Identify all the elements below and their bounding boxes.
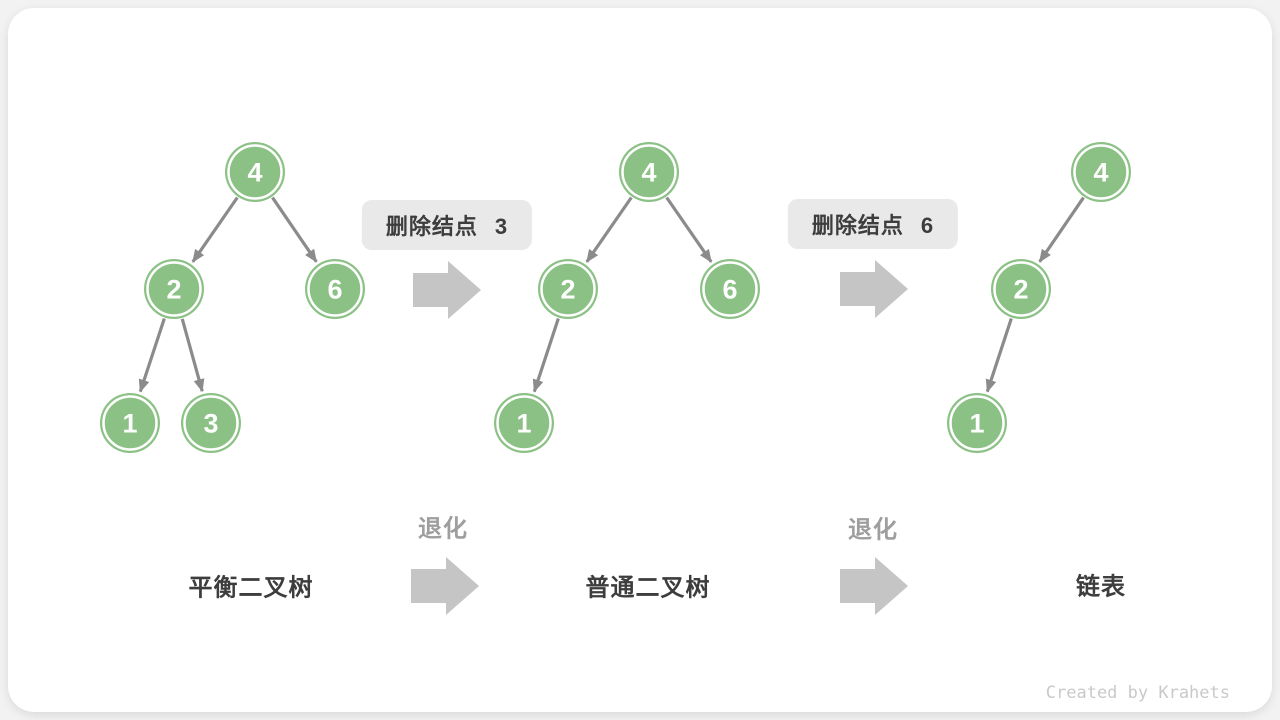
tree-edge <box>532 317 560 393</box>
node-inner-ring <box>949 395 1005 451</box>
balanced-binary-tree: 4 2 6 1 3 <box>100 142 365 453</box>
watermark: Created by Krahets <box>1045 683 1230 703</box>
tree-node-4: 4 <box>225 142 285 202</box>
node-inner-ring <box>307 261 363 317</box>
tree-edge <box>271 196 318 263</box>
node-inner-ring <box>183 395 239 451</box>
block-arrow-icon <box>840 557 908 615</box>
node-circle <box>947 393 1007 453</box>
node-circle <box>494 393 554 453</box>
tree-node-4: 4 <box>619 142 679 202</box>
node-value: 3 <box>203 409 218 439</box>
tree-edge <box>191 196 239 263</box>
tree-node-2: 2 <box>991 259 1051 319</box>
degrade-label-2: 退化 <box>848 516 898 544</box>
node-inner-ring <box>146 261 202 317</box>
degrade-label-1: 退化 <box>418 515 468 543</box>
node-value: 2 <box>166 275 181 305</box>
linked-list-tree: 4 2 1 <box>947 142 1131 453</box>
node-value: 6 <box>327 275 342 305</box>
node-circle <box>305 259 365 319</box>
node-circle <box>700 259 760 319</box>
node-value: 1 <box>516 409 531 439</box>
node-value: 1 <box>122 409 137 439</box>
tree-node-1: 1 <box>947 393 1007 453</box>
node-value: 4 <box>641 158 656 188</box>
delete-node-6-badge: 删除结点 6 <box>787 199 959 249</box>
node-inner-ring <box>702 261 758 317</box>
block-arrow-icon <box>413 261 481 319</box>
node-inner-ring <box>621 144 677 200</box>
tree-edge <box>180 318 205 393</box>
node-value: 2 <box>560 275 575 305</box>
tree-node-4: 4 <box>1071 142 1131 202</box>
balanced-binary-tree-label: 平衡二叉树 <box>188 574 314 602</box>
node-circle <box>144 259 204 319</box>
node-inner-ring <box>102 395 158 451</box>
block-arrow-icon <box>411 557 479 615</box>
node-circle <box>1071 142 1131 202</box>
linked-list-label: 链表 <box>1076 573 1126 601</box>
node-circle <box>181 393 241 453</box>
tree-node-2: 2 <box>538 259 598 319</box>
tree-edge <box>138 317 166 393</box>
ordinary-binary-tree-label: 普通二叉树 <box>585 574 711 602</box>
node-inner-ring <box>540 261 596 317</box>
tree-edge <box>585 196 633 263</box>
tree-node-6: 6 <box>700 259 760 319</box>
node-value: 2 <box>1013 275 1028 305</box>
node-circle <box>619 142 679 202</box>
tree-node-2: 2 <box>144 259 204 319</box>
tree-node-1: 1 <box>100 393 160 453</box>
binary-tree-diagram: 4 2 6 1 3 4 2 6 1 4 2 1 <box>100 142 1131 615</box>
ordinary-binary-tree: 4 2 6 1 <box>494 142 760 453</box>
block-arrow-icon <box>840 260 908 318</box>
tree-node-3: 3 <box>181 393 241 453</box>
delete-node-3-badge: 删除结点 3 <box>361 200 533 250</box>
node-circle <box>991 259 1051 319</box>
node-inner-ring <box>227 144 283 200</box>
node-circle <box>100 393 160 453</box>
tree-edge <box>985 317 1013 393</box>
node-value: 1 <box>969 409 984 439</box>
node-value: 4 <box>247 158 262 188</box>
tree-node-1: 1 <box>494 393 554 453</box>
tree-edge <box>1038 196 1085 263</box>
diagram-card: 4 2 6 1 3 4 2 6 1 4 2 1 删除结点 3 删除结点 6 退化 退化 平衡二叉树 普… <box>8 8 1272 712</box>
node-inner-ring <box>993 261 1049 317</box>
tree-edge <box>665 196 713 263</box>
node-inner-ring <box>496 395 552 451</box>
node-circle <box>225 142 285 202</box>
node-inner-ring <box>1073 144 1129 200</box>
node-circle <box>538 259 598 319</box>
node-value: 6 <box>722 275 737 305</box>
tree-node-6: 6 <box>305 259 365 319</box>
node-value: 4 <box>1093 158 1108 188</box>
